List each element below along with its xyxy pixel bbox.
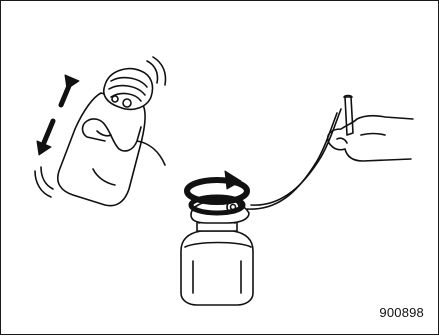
bottle-stand-group <box>181 171 253 305</box>
right-hand-nozzle-group <box>328 96 413 162</box>
motion-lines-bottom <box>41 167 53 189</box>
hose <box>247 113 337 209</box>
shaking-bottle-group <box>35 57 166 206</box>
valve-knob <box>123 99 131 107</box>
nozzle-tube <box>345 97 353 135</box>
figure-id-label: 900898 <box>379 305 424 320</box>
